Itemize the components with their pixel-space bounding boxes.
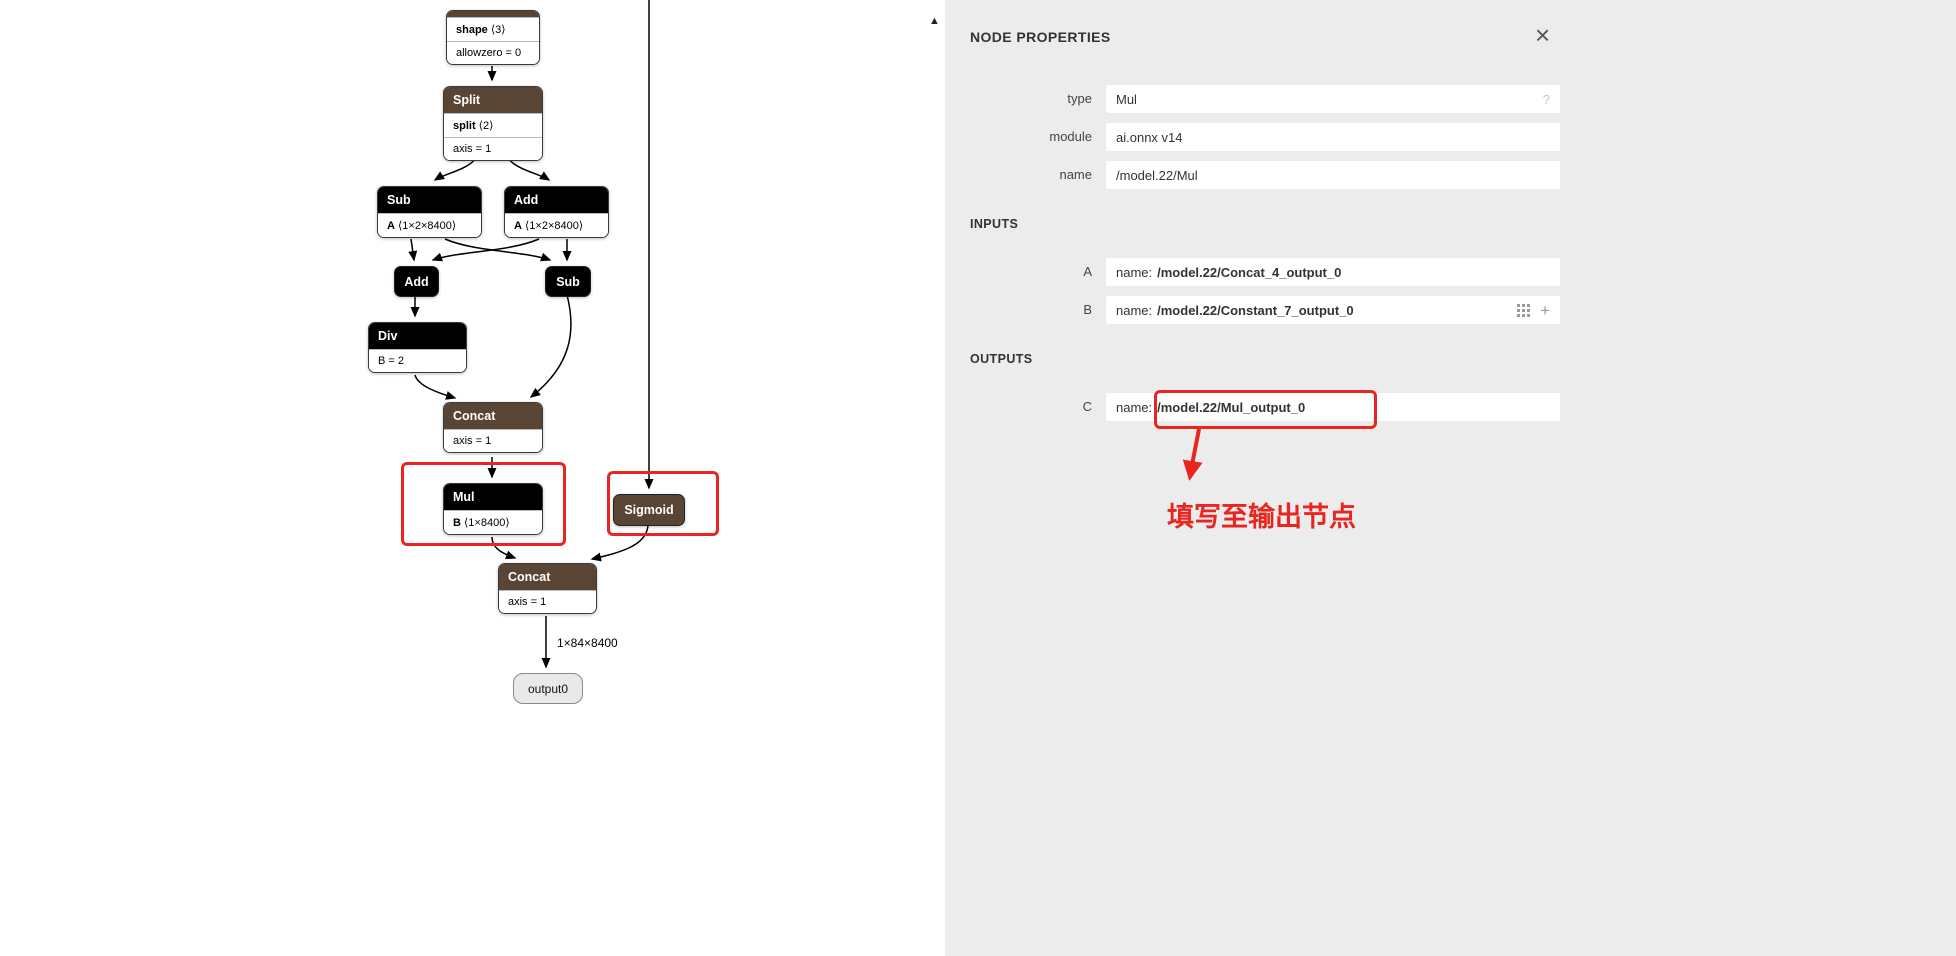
- annotation-text: 填写至输出节点: [1167, 502, 1356, 532]
- annotation-arrow: [1182, 428, 1203, 481]
- node-attr: B ⟨1×8400⟩: [444, 510, 542, 534]
- name-input[interactable]: /model.22/Mul: [1106, 161, 1560, 189]
- node-concat[interactable]: Concat axis = 1: [443, 402, 543, 453]
- node-properties-panel: NODE PROPERTIES × type Mul ? module ai.o…: [945, 0, 1956, 956]
- inputs-section-title: INPUTS: [970, 217, 1019, 231]
- node-attr: allowzero = 0: [447, 41, 539, 64]
- node-concat-2[interactable]: Concat axis = 1: [498, 563, 597, 614]
- input-label-a: A: [1083, 264, 1092, 279]
- node-output0[interactable]: output0: [513, 673, 583, 704]
- output-c-name[interactable]: name: /model.22/Mul_output_0: [1106, 393, 1560, 421]
- node-add-2[interactable]: Add: [394, 266, 439, 297]
- node-div[interactable]: Div B = 2: [368, 322, 467, 373]
- node-div-header: Div: [369, 323, 466, 349]
- node-split[interactable]: Split split ⟨2⟩ axis = 1: [443, 86, 543, 161]
- node-attr: axis = 1: [499, 590, 596, 613]
- panel-title: NODE PROPERTIES: [970, 29, 1111, 45]
- type-input[interactable]: Mul ?: [1106, 85, 1560, 113]
- node-sigmoid[interactable]: Sigmoid: [613, 494, 685, 526]
- outputs-section-title: OUTPUTS: [970, 352, 1033, 366]
- node-shape-header: [447, 11, 539, 17]
- help-icon[interactable]: ?: [1542, 91, 1550, 107]
- name-prefix: name:: [1116, 302, 1153, 318]
- field-label-type: type: [1067, 91, 1092, 106]
- output-c-value: /model.22/Mul_output_0: [1157, 399, 1306, 415]
- node-attr: B = 2: [369, 349, 466, 372]
- node-attr: A ⟨1×2×8400⟩: [378, 213, 481, 237]
- node-mul-header: Mul: [444, 484, 542, 510]
- input-a-name[interactable]: name: /model.22/Concat_4_output_0: [1106, 258, 1560, 286]
- name-prefix: name:: [1116, 264, 1153, 280]
- node-attr: axis = 1: [444, 137, 542, 160]
- module-value: ai.onnx v14: [1116, 129, 1183, 145]
- node-sub[interactable]: Sub A ⟨1×2×8400⟩: [377, 186, 482, 238]
- node-concat-2-header: Concat: [499, 564, 596, 590]
- name-value: /model.22/Mul: [1116, 167, 1198, 183]
- node-shape[interactable]: shape ⟨3⟩ allowzero = 0: [446, 10, 540, 65]
- input-label-b: B: [1083, 302, 1092, 317]
- edge-shape-label: 1×84×8400: [557, 636, 618, 650]
- node-attr: axis = 1: [444, 429, 542, 452]
- node-attr: split ⟨2⟩: [444, 113, 542, 137]
- node-add-header: Add: [505, 187, 608, 213]
- input-b-value: /model.22/Constant_7_output_0: [1157, 302, 1354, 318]
- type-value: Mul: [1116, 91, 1137, 107]
- node-concat-header: Concat: [444, 403, 542, 429]
- node-attr: A ⟨1×2×8400⟩: [505, 213, 608, 237]
- node-mul[interactable]: Mul B ⟨1×8400⟩: [443, 483, 543, 535]
- node-sub-header: Sub: [378, 187, 481, 213]
- input-a-value: /model.22/Concat_4_output_0: [1157, 264, 1342, 280]
- node-sub-2[interactable]: Sub: [545, 266, 591, 297]
- name-prefix: name:: [1116, 399, 1153, 415]
- output-label-c: C: [1082, 399, 1092, 414]
- scrollbar-up-icon[interactable]: ▲: [929, 15, 940, 27]
- add-input-icon[interactable]: +: [1540, 300, 1550, 320]
- node-split-header: Split: [444, 87, 542, 113]
- field-label-module: module: [1049, 129, 1092, 144]
- graph-edges: [408, 0, 654, 669]
- grid-icon[interactable]: [1517, 303, 1530, 317]
- graph-canvas[interactable]: shape ⟨3⟩ allowzero = 0 Split split ⟨2⟩ …: [0, 0, 945, 956]
- node-attr: shape ⟨3⟩: [447, 17, 539, 41]
- input-b-name[interactable]: name: /model.22/Constant_7_output_0 +: [1106, 296, 1560, 324]
- module-input[interactable]: ai.onnx v14: [1106, 123, 1560, 151]
- close-icon[interactable]: ×: [1535, 20, 1551, 50]
- node-add[interactable]: Add A ⟨1×2×8400⟩: [504, 186, 609, 238]
- field-label-name: name: [1059, 167, 1092, 182]
